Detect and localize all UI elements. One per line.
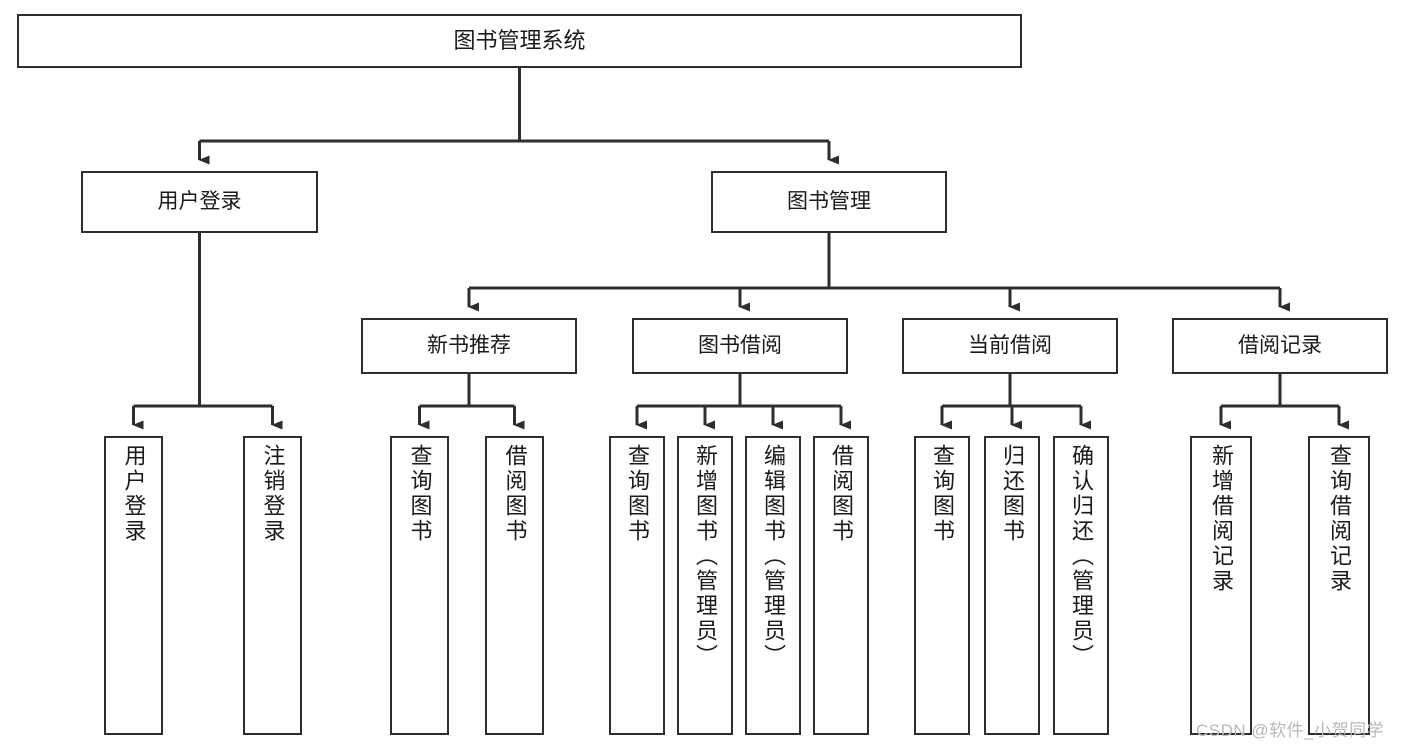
node-root[interactable]: 图书管理系统	[17, 14, 1022, 68]
node-label: 编辑图书（管理员）	[761, 444, 786, 669]
node-leaf-query-book-1[interactable]: 查询图书	[390, 436, 449, 735]
node-label: 归还图书	[1000, 444, 1025, 544]
node-label: 用户登录	[121, 444, 147, 544]
node-leaf-query-record[interactable]: 查询借阅记录	[1308, 436, 1370, 735]
node-label: 借阅记录	[1238, 333, 1322, 357]
node-label: 当前借阅	[968, 333, 1052, 357]
node-label: 查询图书	[930, 444, 955, 544]
node-label: 用户登录	[157, 189, 242, 213]
node-leaf-add-record[interactable]: 新增借阅记录	[1190, 436, 1252, 735]
node-label: 查询图书	[625, 444, 650, 544]
node-leaf-return-book[interactable]: 归还图书	[984, 436, 1040, 735]
node-leaf-borrow-book-2[interactable]: 借阅图书	[813, 436, 869, 735]
node-book-borrow[interactable]: 图书借阅	[632, 318, 848, 374]
node-leaf-add-book[interactable]: 新增图书（管理员）	[677, 436, 733, 735]
node-label: 新增借阅记录	[1209, 444, 1234, 594]
node-leaf-borrow-book-1[interactable]: 借阅图书	[485, 436, 544, 735]
node-leaf-query-book-2[interactable]: 查询图书	[609, 436, 665, 735]
node-label: 图书管理系统	[453, 28, 586, 54]
node-label: 确认归还（管理员）	[1069, 444, 1094, 669]
node-new-book-rec[interactable]: 新书推荐	[361, 318, 577, 374]
node-label: 借阅图书	[502, 444, 528, 544]
node-label: 注销登录	[260, 444, 286, 544]
node-current-borrow[interactable]: 当前借阅	[902, 318, 1118, 374]
node-label: 图书管理	[787, 189, 871, 213]
node-leaf-query-book-3[interactable]: 查询图书	[914, 436, 970, 735]
node-label: 借阅图书	[829, 444, 854, 544]
node-label: 查询图书	[407, 444, 433, 544]
node-leaf-confirm-return[interactable]: 确认归还（管理员）	[1053, 436, 1109, 735]
node-label: 新书推荐	[427, 333, 511, 357]
node-label: 查询借阅记录	[1327, 444, 1352, 594]
node-leaf-logout[interactable]: 注销登录	[243, 436, 302, 735]
node-label: 图书借阅	[698, 333, 782, 357]
watermark: CSDN @软件_小贺同学	[1196, 721, 1385, 740]
node-label: 新增图书（管理员）	[693, 444, 718, 669]
node-leaf-user-login[interactable]: 用户登录	[104, 436, 163, 735]
node-borrow-record[interactable]: 借阅记录	[1172, 318, 1388, 374]
node-user-login[interactable]: 用户登录	[81, 171, 318, 233]
node-leaf-edit-book[interactable]: 编辑图书（管理员）	[745, 436, 801, 735]
node-book-manage[interactable]: 图书管理	[711, 171, 947, 233]
